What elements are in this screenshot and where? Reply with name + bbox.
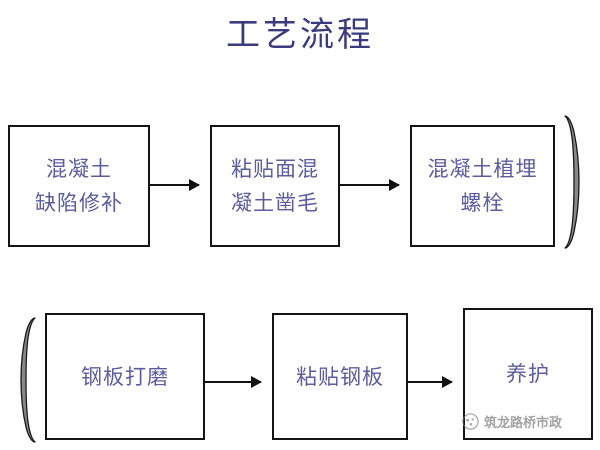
process-node-concrete-defect-repair[interactable]: 混凝土 缺陷修补: [8, 125, 150, 247]
node-label: 钢板打磨: [81, 364, 169, 389]
page-title: 工艺流程: [226, 15, 374, 55]
process-node-curing[interactable]: 养护: [463, 308, 593, 440]
node-label: 混凝土植埋 螺栓: [427, 157, 538, 215]
node-label: 粘贴面混 凝土凿毛: [231, 157, 319, 215]
curly-brace-right-icon: [564, 115, 580, 249]
watermark: 筑龙路桥市政: [462, 408, 598, 434]
process-node-steel-plate-bonding[interactable]: 粘贴钢板: [272, 313, 408, 440]
arrow-right-icon: [205, 376, 262, 388]
curly-brace-left-icon: [20, 317, 36, 443]
watermark-text: 筑龙路桥市政: [484, 415, 563, 431]
circular-logo-icon: [462, 412, 479, 430]
arrow-right-icon: [150, 179, 200, 191]
process-node-steel-plate-grinding[interactable]: 钢板打磨: [45, 313, 205, 440]
process-node-bonding-surface-chiseling[interactable]: 粘贴面混 凝土凿毛: [210, 125, 340, 247]
arrow-right-icon: [408, 376, 453, 388]
node-label: 养护: [506, 362, 550, 386]
arrow-right-icon: [340, 179, 400, 191]
process-node-embedded-bolts[interactable]: 混凝土植埋 螺栓: [410, 125, 555, 247]
node-label: 混凝土 缺陷修补: [35, 157, 123, 215]
node-label: 粘贴钢板: [296, 364, 384, 389]
